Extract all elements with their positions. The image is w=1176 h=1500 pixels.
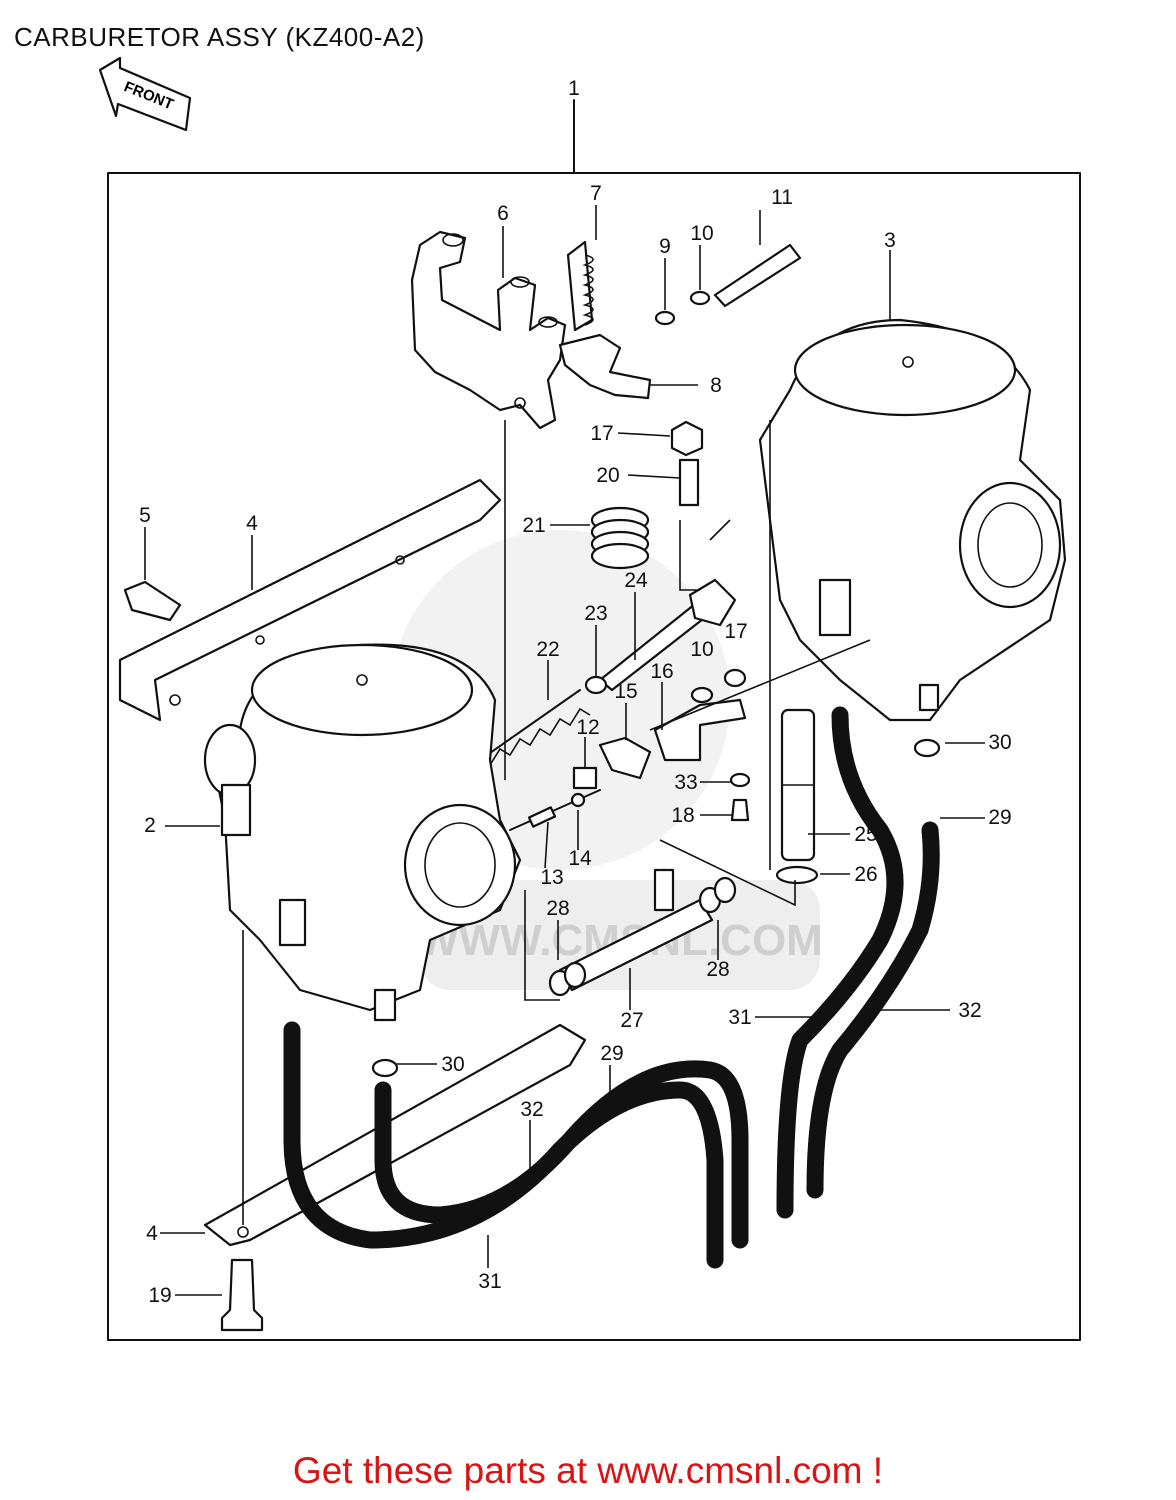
bracket-4-bottom [203,1023,587,1247]
callout-32: 32 [520,1098,543,1121]
carburetor-left [203,643,522,1022]
bolt-5 [123,580,182,622]
nut-17 [670,420,704,457]
callout-leaders [144,205,985,1296]
callout-10-lower: 10 [690,638,713,661]
spring-22 [479,689,591,766]
joint-pipe-27 [548,868,737,997]
parts-diagram: WWW.CMSNL.COM FRONT [98,56,1081,1341]
callout-7: 7 [590,182,602,205]
callout-30-right: 30 [988,731,1011,754]
callout-29-right: 29 [988,806,1011,829]
callout-23: 23 [584,602,607,625]
callout-12: 12 [576,716,599,739]
clamp-30-left [371,1058,399,1078]
clip-26 [775,865,819,885]
bracket-16 [653,698,747,762]
part-12 [572,766,598,790]
callout-25: 25 [854,823,877,846]
bracket-4-top [118,478,502,722]
callout-4-bottom: 4 [146,1222,158,1245]
callout-8: 8 [710,374,722,397]
front-arrow-icon: FRONT [98,56,192,132]
callout-18: 18 [671,804,694,827]
callout-28: 28 [546,897,569,920]
part-13 [527,806,557,828]
callout-labels: 1 2 3 4 5 6 7 8 9 10 11 12 13 14 15 16 1… [139,77,1012,1307]
lever-15 [598,736,652,780]
callout-13: 13 [540,866,563,889]
callout-15: 15 [614,680,637,703]
callout-6: 6 [497,202,509,225]
callout-22: 22 [536,638,559,661]
callout-10: 10 [690,222,713,245]
callout-1: 1 [568,77,580,100]
callout-9: 9 [659,235,671,258]
callout-17: 17 [590,422,613,445]
callout-2: 2 [144,814,156,837]
footer-link[interactable]: Get these parts at www.cmsnl.com ! [292,1450,884,1491]
page-title: CARBURETOR ASSY (KZ400-A2) [14,22,425,52]
callout-26: 26 [854,863,877,886]
washer-9 [654,310,676,326]
clamp-30-right [913,738,941,758]
pin-11 [713,243,802,308]
callout-20: 20 [596,464,619,487]
callout-24: 24 [624,569,648,592]
leader-lines [242,420,871,1225]
part-14 [570,792,586,808]
callout-11: 11 [771,186,793,209]
callout-21: 21 [522,514,545,537]
callout-17-lower: 17 [724,620,747,643]
callout-31-right: 31 [728,1006,751,1029]
collar-20 [678,458,700,507]
callout-3: 3 [884,229,896,252]
hoses-right [776,706,940,1219]
washer-10 [689,290,711,306]
callout-14: 14 [568,847,592,870]
callout-29: 29 [600,1042,623,1065]
callout-31: 31 [478,1270,501,1293]
callout-5: 5 [139,504,151,527]
carburetor-right [758,318,1067,722]
assembly-frame [107,172,1081,1341]
callout-32-right: 32 [958,999,981,1022]
throttle-bracket [410,230,567,430]
hoses-left [283,1021,749,1269]
bolt-19 [220,1258,264,1332]
screw-18 [730,798,750,822]
callout-4: 4 [246,512,258,535]
callout-30: 30 [441,1053,464,1076]
callout-16: 16 [650,660,673,683]
spring-7 [566,240,594,332]
callout-19: 19 [148,1284,171,1307]
screw-33 [729,772,751,788]
spring-21 [590,506,650,570]
callout-33: 33 [674,771,697,794]
washer-23 [584,675,608,695]
lever-8 [558,333,652,400]
callout-28-right: 28 [706,958,729,981]
callout-27: 27 [620,1009,643,1032]
